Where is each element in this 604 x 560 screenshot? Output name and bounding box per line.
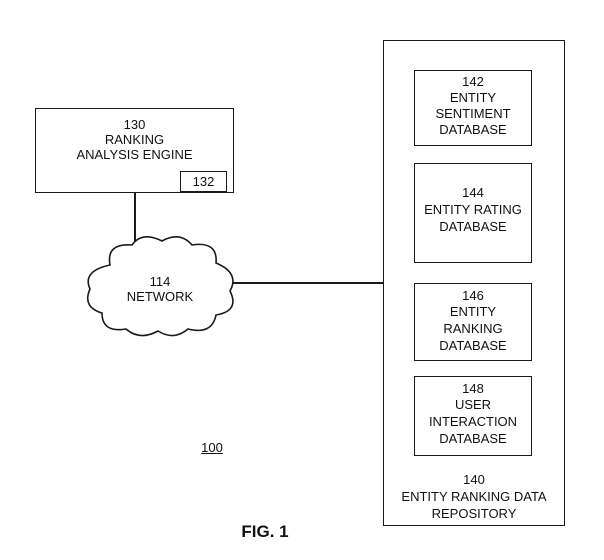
database-name-line: SENTIMENT xyxy=(435,106,511,121)
database-name-line: USER xyxy=(454,397,492,412)
repository-name-line1: ENTITY RANKING DATA xyxy=(401,489,547,504)
repository-name-line2: REPOSITORY xyxy=(431,506,517,521)
ranking-analysis-engine-box: 130 RANKING ANALYSIS ENGINE xyxy=(35,108,234,193)
database-name-line: DATABASE xyxy=(439,219,507,234)
entity-ranking-database-box: 146 ENTITY RANKING DATABASE xyxy=(414,283,532,361)
network-ref: 114 xyxy=(149,274,171,289)
network-cloud-icon xyxy=(86,236,234,337)
figure-caption: FIG. 1 xyxy=(241,522,289,541)
database-name-line: INTERACTION xyxy=(428,414,518,429)
system-ref-label: 100 xyxy=(201,440,223,455)
database-name-line: DATABASE xyxy=(439,122,507,137)
network-name: NETWORK xyxy=(126,289,194,304)
database-name-line: ENTITY RATING xyxy=(424,202,522,217)
entity-sentiment-database-box: 142 ENTITY SENTIMENT DATABASE xyxy=(414,70,532,146)
engine-name-line1: RANKING xyxy=(104,132,165,147)
engine-subcomponent-box: 132 xyxy=(180,171,227,192)
engine-subcomponent-ref: 132 xyxy=(192,174,215,189)
engine-name-line2: ANALYSIS ENGINE xyxy=(76,147,193,162)
network-repository-connector xyxy=(232,282,384,284)
entity-rating-database-box: 144 ENTITY RATING DATABASE xyxy=(414,163,532,263)
database-name-line: DATABASE xyxy=(439,338,507,353)
engine-network-connector xyxy=(134,193,136,241)
user-interaction-database-box: 148 USER INTERACTION DATABASE xyxy=(414,376,532,456)
repository-ref: 140 xyxy=(463,472,485,487)
database-ref: 142 xyxy=(462,74,484,89)
database-name-line: ENTITY xyxy=(449,90,497,105)
database-name-line: RANKING xyxy=(443,321,503,336)
database-name-line: DATABASE xyxy=(439,431,507,446)
database-name-line: ENTITY xyxy=(449,304,497,319)
database-ref: 146 xyxy=(462,288,484,303)
database-ref: 144 xyxy=(462,185,484,200)
engine-ref: 130 xyxy=(123,117,146,132)
database-ref: 148 xyxy=(462,381,484,396)
